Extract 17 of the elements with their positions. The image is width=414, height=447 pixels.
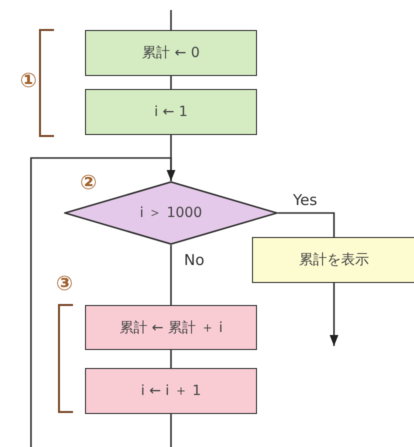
step-number: ① — [20, 70, 37, 90]
connector-line — [278, 212, 335, 237]
arrow — [30, 157, 176, 447]
process-box: i ← 1 — [85, 89, 257, 135]
edge-label: No — [183, 252, 206, 268]
connector-line — [170, 245, 172, 305]
connector-line — [170, 10, 172, 30]
arrow — [330, 283, 338, 346]
process-box: 累計 ← 累計 ＋ i — [85, 305, 257, 350]
step-number: ③ — [56, 273, 73, 293]
process-box: 累計 ← 0 — [85, 30, 257, 76]
output-box: 累計を表示 — [252, 237, 414, 283]
connector-line — [170, 76, 172, 89]
process-box: i ← i ＋ 1 — [85, 368, 257, 414]
edge-label: Yes — [292, 192, 318, 208]
connector-line — [170, 350, 172, 368]
connector-line — [170, 414, 172, 447]
